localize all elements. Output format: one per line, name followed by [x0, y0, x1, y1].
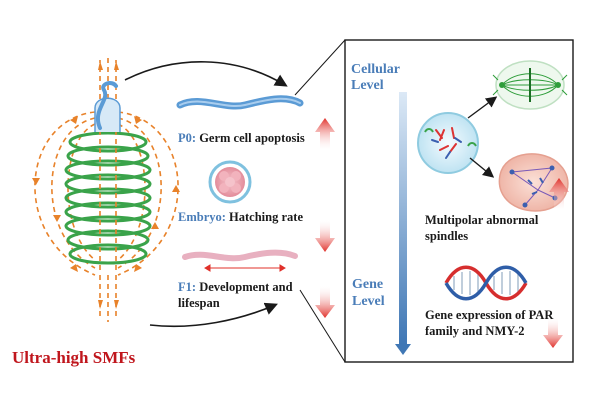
- arrow-to-normal-spindle: [467, 96, 498, 119]
- embryo-prefix: Embryo:: [178, 210, 226, 224]
- gene-text-line1: Gene expression of PAR: [425, 308, 554, 322]
- p0-label: P0: Germ cell apoptosis: [178, 131, 305, 146]
- tube-worm-icon: [94, 81, 121, 132]
- panel-connector-bottom: [299, 289, 346, 363]
- f1-size-arrow: [204, 264, 286, 272]
- cellular-level-label-1: Cellular: [351, 62, 400, 77]
- cellular-level-label-2: Level: [351, 78, 384, 93]
- mitotic-cell-icon: [417, 112, 479, 174]
- spindle-text-line2: spindles: [425, 229, 469, 243]
- arrow-to-p0: [124, 61, 288, 87]
- spindle-text-line1: Multipolar abnormal: [425, 213, 539, 227]
- panel-connector-top: [294, 39, 346, 96]
- p0-worm-highlight: [179, 97, 301, 107]
- f1-text: Development and: [199, 280, 293, 294]
- f1-prefix: F1:: [178, 280, 197, 294]
- level-axis: [395, 92, 411, 355]
- embryo-label: Embryo: Hatching rate: [178, 210, 303, 225]
- f1-trend-down-arrow: [315, 286, 335, 318]
- p0-text: Germ cell apoptosis: [199, 131, 305, 145]
- field-arrowheads: [32, 61, 180, 309]
- f1-worm-icon: [182, 249, 298, 262]
- diagram-title: Ultra-high SMFs: [12, 348, 136, 367]
- gene-level-label-2: Level: [352, 294, 385, 309]
- arrow-to-f1: [149, 302, 278, 328]
- solenoid-coil: [64, 131, 152, 265]
- dna-helix-icon: [444, 265, 528, 301]
- gene-level-label-1: Gene: [352, 277, 384, 292]
- embryo-icon: [208, 160, 252, 204]
- embryo-trend-down-arrow: [315, 220, 335, 252]
- gene-trend-down-arrow: [543, 318, 563, 348]
- gene-text-line2: family and NMY-2: [425, 324, 525, 338]
- p0-prefix: P0:: [178, 131, 197, 145]
- normal-spindle-icon: [492, 60, 568, 110]
- embryo-text: Hatching rate: [229, 210, 303, 224]
- f1-text-line2: lifespan: [178, 296, 220, 310]
- spindle-trend-up-arrow: [549, 178, 569, 210]
- p0-trend-up-arrow: [315, 118, 335, 150]
- arrow-to-abnormal-spindle: [469, 157, 495, 178]
- f1-label: F1: Development and: [178, 280, 293, 295]
